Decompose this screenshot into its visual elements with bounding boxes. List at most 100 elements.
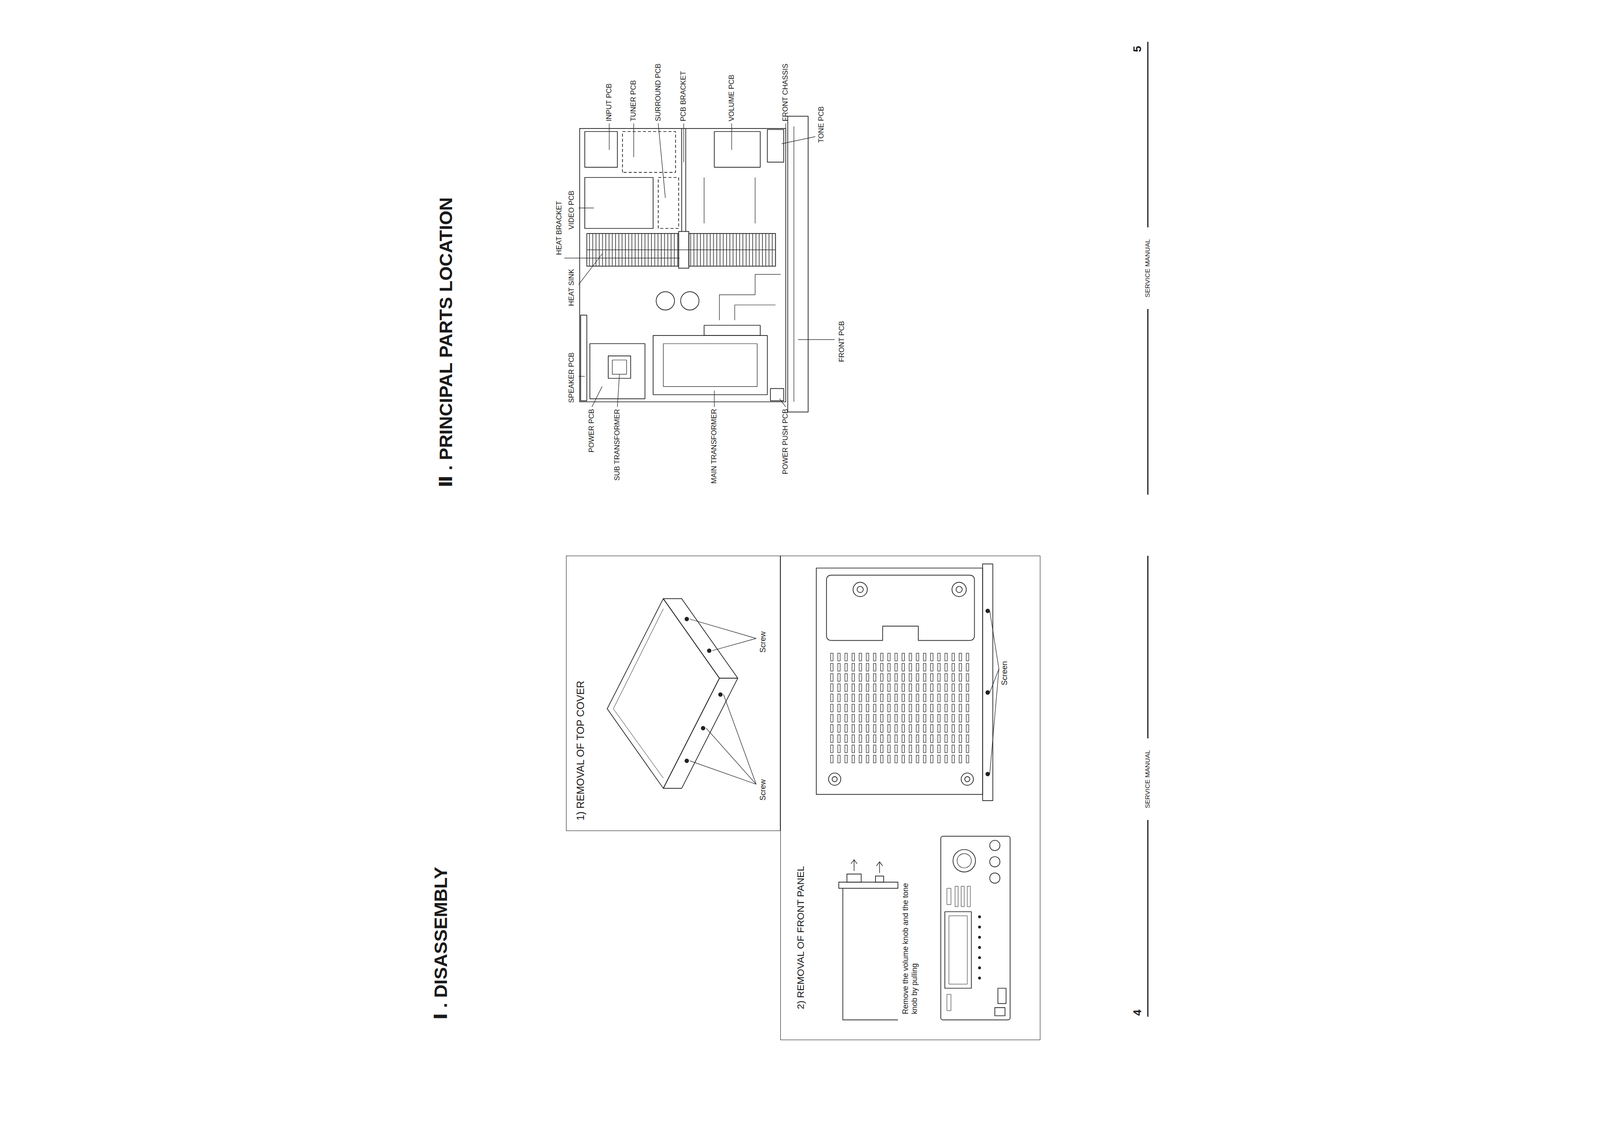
leader-line [564,123,835,407]
leader-line [578,254,602,285]
footer-rule [1147,555,1149,739]
part-label: SPEAKER PCB [567,352,576,403]
part-label: POWER PCB [587,408,596,453]
part-label: VIDEO PCB [567,190,576,230]
button-dot [978,925,982,929]
chassis-plan [663,343,758,387]
front-view-drawing [961,886,965,908]
part-callout: Screw [758,631,768,654]
screw-symbol [707,648,712,653]
part-label: FRONT CHASSIS [781,63,790,122]
part-label: HEAT BRACKET [554,201,564,256]
top-cover-drawing [663,678,738,789]
chassis-top-view [961,773,974,786]
chassis-top-view [956,586,963,593]
top-cover-drawing [613,609,664,779]
section-heading: Ⅱ . PRINCIPAL PARTS LOCATION [435,197,457,488]
chassis-plan [685,128,687,232]
leader-line [989,610,999,669]
chassis-plan [703,325,760,336]
pull-arrow [876,861,883,867]
leader-line [723,694,757,785]
leader-line [706,728,757,785]
chassis-plan [714,131,761,168]
leader-line [592,386,603,408]
instruction-note: Remove the volume knob and the tone knob… [901,866,919,1015]
front-view-drawing [998,988,1007,1004]
pull-arrow [879,861,880,873]
leader-line [633,123,634,158]
screw-symbol [684,759,689,763]
front-view-drawing [957,853,972,868]
side-view-drawing [875,876,884,883]
chassis-plan [770,388,784,401]
chassis-plan [589,343,646,399]
procedure-panel: 1) REMOVAL OF TOP COVER [566,555,781,832]
chassis-plan [678,231,690,269]
leader-line [609,123,610,150]
leader-line [714,390,715,407]
front-view-drawing [989,872,1000,884]
chassis-plan [754,177,756,224]
chassis-plan [656,291,675,310]
chassis-top-view [832,776,838,783]
part-label: MAIN TRANSFORMER [709,408,719,484]
screen-screw [985,690,990,695]
chassis-plan [734,304,776,321]
front-view-drawing [952,849,976,873]
footer-rule [1147,309,1149,495]
front-view-drawing [940,836,1011,1020]
side-view-drawing [838,874,899,1021]
leader-line [989,669,999,693]
chassis-plan [719,274,781,321]
chassis-top-view [826,575,975,641]
part-label: SURROUND PCB [654,63,663,122]
button-dot [978,946,982,950]
leader-line [781,136,816,144]
footer-text: SERVICE MANUAL [1143,750,1152,809]
screen-screw [985,772,990,777]
section-heading: Ⅰ . DISASSEMBLY [430,867,452,1021]
part-label: SUB TRANSFORMER [613,408,622,481]
part-label: FRONT PCB [837,321,846,363]
leader-line [578,376,585,377]
chassis-plan [680,291,699,310]
part-label: HEAT SINK [567,268,576,307]
leader-line [658,123,666,198]
side-view-drawing [846,874,862,883]
part-callout: Screen [1000,661,1010,686]
chassis-top-view [828,773,841,786]
top-cover-drawing [663,598,738,679]
button-dot [978,956,982,960]
chassis-plan [703,177,705,224]
leader-line [797,339,835,340]
page-number: 5 [1130,45,1144,53]
chassis-plan [612,360,627,375]
footer-rule [1147,41,1149,228]
chassis-plan [584,177,654,229]
chassis-plan [579,128,786,402]
part-label: POWER PUSH PCB [781,408,790,475]
chassis-plan [787,116,809,412]
front-view-drawing [989,840,1000,851]
front-view-drawing [967,886,971,908]
leader-line [689,761,757,785]
part-callout: Screw [758,779,768,801]
front-view-drawing [940,836,1011,1020]
side-view-drawing [842,888,898,1020]
screen-screw [985,609,990,614]
chassis-top-view [816,563,993,801]
pull-arrow [850,859,883,873]
button-dot [978,936,982,940]
front-view-drawing [946,888,952,905]
screw-symbol [701,726,706,731]
part-label: INPUT PCB [604,83,614,122]
screw-symbol [718,692,723,697]
chassis-plan [653,335,768,395]
part-label: VOLUME PCB [727,74,736,122]
leader-line [564,257,680,259]
pull-arrow [850,859,857,865]
leader-line [989,610,999,774]
chassis-top-view [951,582,967,597]
